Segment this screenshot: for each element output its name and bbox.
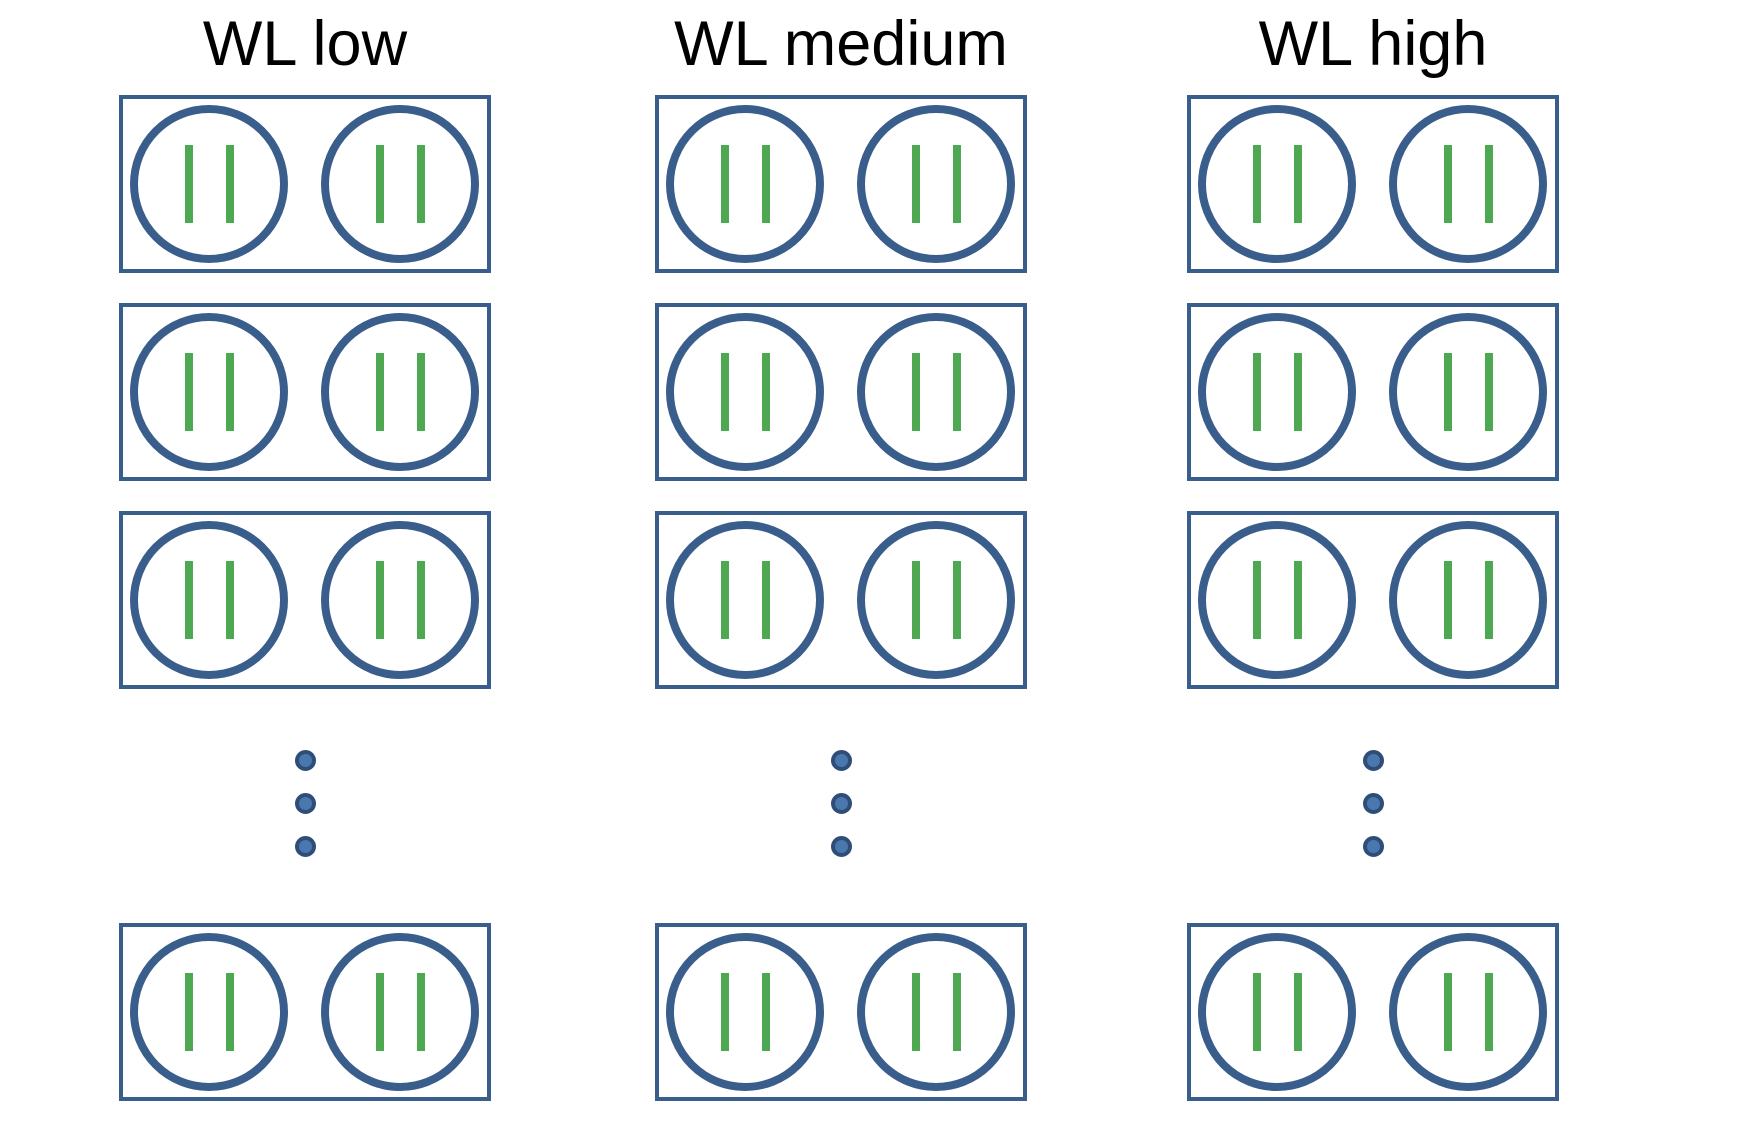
trial-block <box>655 511 1027 689</box>
gabor-bar <box>1484 353 1493 431</box>
stimulus-circle <box>1198 105 1356 263</box>
gabor-bar <box>1252 973 1261 1051</box>
gabor-bar <box>416 145 425 223</box>
trial-block <box>1187 303 1559 481</box>
ellipsis-dot <box>294 749 316 771</box>
gabor-bar <box>416 561 425 639</box>
stimulus-circle <box>321 105 479 263</box>
ellipsis-dot <box>830 835 852 857</box>
stimulus-circle <box>1198 313 1356 471</box>
gabor-bar <box>761 561 770 639</box>
gabor-bar <box>1293 145 1302 223</box>
stimulus-circle <box>130 313 288 471</box>
ellipsis-dot <box>1362 749 1384 771</box>
gabor-bar <box>184 561 193 639</box>
column-title-2: WL medium <box>674 9 1008 79</box>
gabor-bar <box>1484 973 1493 1051</box>
ellipsis-dot <box>1362 792 1384 814</box>
ellipsis-dot <box>830 749 852 771</box>
stimulus-circle <box>1389 313 1547 471</box>
stimulus-circle <box>130 105 288 263</box>
gabor-bar <box>1293 353 1302 431</box>
ellipsis-dot <box>1362 835 1384 857</box>
ellipsis-dot <box>294 792 316 814</box>
stimulus-circle <box>321 933 479 1091</box>
stimulus-circle <box>1389 521 1547 679</box>
trial-block <box>119 95 491 273</box>
gabor-bar <box>952 145 961 223</box>
gabor-bar <box>952 973 961 1051</box>
trial-block <box>1187 95 1559 273</box>
column-title-3: WL high <box>1258 9 1488 79</box>
stimulus-circle <box>857 105 1015 263</box>
gabor-bar <box>952 561 961 639</box>
stimulus-circle <box>130 933 288 1091</box>
gabor-bar <box>375 145 384 223</box>
gabor-bar <box>720 973 729 1051</box>
gabor-bar <box>1484 145 1493 223</box>
gabor-bar <box>1443 561 1452 639</box>
trial-block <box>119 511 491 689</box>
stimulus-circle <box>666 521 824 679</box>
trial-block <box>655 923 1027 1101</box>
trial-block <box>119 923 491 1101</box>
gabor-bar <box>911 561 920 639</box>
gabor-bar <box>761 145 770 223</box>
gabor-bar <box>761 353 770 431</box>
stimulus-circle <box>1389 105 1547 263</box>
trial-block <box>119 303 491 481</box>
ellipsis-dot <box>830 792 852 814</box>
ellipsis-dot <box>294 835 316 857</box>
stimulus-circle <box>1389 933 1547 1091</box>
column-title-1: WL low <box>202 9 408 79</box>
gabor-bar <box>952 353 961 431</box>
trial-block <box>655 303 1027 481</box>
trial-block <box>1187 923 1559 1101</box>
gabor-bar <box>184 973 193 1051</box>
stimulus-circle <box>857 933 1015 1091</box>
gabor-bar <box>1252 145 1261 223</box>
gabor-bar <box>375 973 384 1051</box>
gabor-bar <box>720 145 729 223</box>
gabor-bar <box>1443 145 1452 223</box>
stimulus-circle <box>666 313 824 471</box>
stimulus-circle <box>321 521 479 679</box>
gabor-bar <box>1252 561 1261 639</box>
gabor-bar <box>720 353 729 431</box>
gabor-bar <box>1443 973 1452 1051</box>
gabor-bar <box>1293 561 1302 639</box>
stimulus-circle <box>130 521 288 679</box>
trial-block <box>1187 511 1559 689</box>
gabor-bar <box>225 561 234 639</box>
stimulus-circle <box>666 105 824 263</box>
gabor-bar <box>1252 353 1261 431</box>
gabor-bar <box>1293 973 1302 1051</box>
gabor-bar <box>375 561 384 639</box>
gabor-bar <box>1484 561 1493 639</box>
gabor-bar <box>225 353 234 431</box>
gabor-bar <box>1443 353 1452 431</box>
gabor-bar <box>911 973 920 1051</box>
gabor-bar <box>761 973 770 1051</box>
gabor-bar <box>225 145 234 223</box>
gabor-bar <box>416 973 425 1051</box>
stimulus-circle <box>666 933 824 1091</box>
gabor-bar <box>184 145 193 223</box>
gabor-bar <box>225 973 234 1051</box>
gabor-bar <box>911 145 920 223</box>
gabor-bar <box>720 561 729 639</box>
stimulus-circle <box>857 313 1015 471</box>
stimulus-circle <box>1198 933 1356 1091</box>
stimulus-circle <box>321 313 479 471</box>
trial-block <box>655 95 1027 273</box>
gabor-bar <box>416 353 425 431</box>
stimulus-circle <box>1198 521 1356 679</box>
stimulus-circle <box>857 521 1015 679</box>
gabor-bar <box>911 353 920 431</box>
gabor-bar <box>184 353 193 431</box>
gabor-bar <box>375 353 384 431</box>
